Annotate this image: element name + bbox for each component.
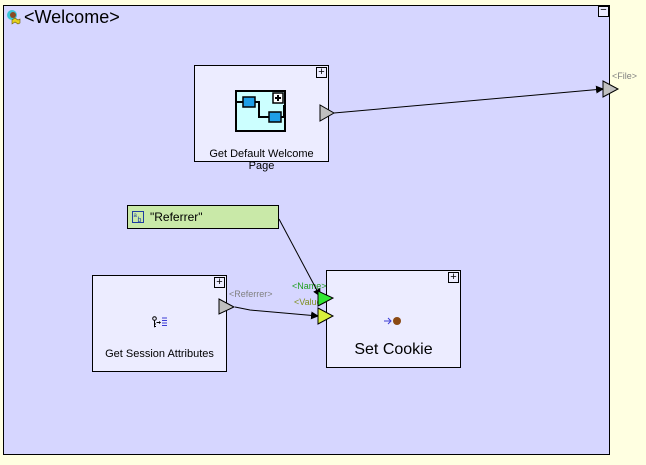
- expand-button[interactable]: +: [448, 272, 459, 283]
- edge-welcome-page-to-file[interactable]: [333, 85, 604, 114]
- subflow-icon: [235, 90, 286, 132]
- svg-text:a: a: [134, 213, 138, 219]
- session-attributes-icon: [152, 316, 167, 328]
- port-label-referrer: <Referrer>: [229, 289, 273, 299]
- node-label: Get Default Welcome Page: [209, 148, 314, 172]
- constant-value: "Referrer": [150, 210, 203, 224]
- expand-button[interactable]: +: [316, 67, 327, 78]
- svg-text:b: b: [138, 217, 142, 223]
- port-label-file: <File>: [612, 71, 638, 81]
- output-port-referrer[interactable]: [218, 298, 236, 315]
- port-label-name: <Name>: [292, 281, 327, 291]
- edge-referrer-to-value[interactable]: [234, 306, 319, 320]
- node-get-session-attributes[interactable]: + Get Session Attributes: [92, 275, 227, 372]
- port-label-value: <Value>: [294, 297, 327, 307]
- set-cookie-icon: [384, 317, 401, 325]
- input-port-value[interactable]: [317, 307, 335, 325]
- welcome-flow-icon: [7, 9, 21, 25]
- node-set-cookie[interactable]: + Set Cookie: [326, 270, 461, 368]
- input-port-name[interactable]: [317, 290, 335, 307]
- output-port-welcome-page[interactable]: [319, 104, 336, 122]
- node-label: Get Session Attributes: [105, 348, 214, 360]
- string-constant-icon: a b: [132, 211, 144, 223]
- node-get-default-welcome-page[interactable]: + Get Default Welcome Page: [194, 65, 329, 172]
- diagram-title: <Welcome>: [6, 7, 120, 28]
- diagram-title-text: <Welcome>: [24, 7, 120, 27]
- output-port-file[interactable]: [602, 80, 620, 98]
- node-label: Set Cookie: [354, 341, 433, 358]
- edge-referrer-to-name[interactable]: [278, 218, 321, 297]
- collapse-button[interactable]: −: [598, 5, 609, 17]
- constant-referrer[interactable]: a b "Referrer": [127, 205, 279, 229]
- expand-button[interactable]: +: [214, 277, 225, 288]
